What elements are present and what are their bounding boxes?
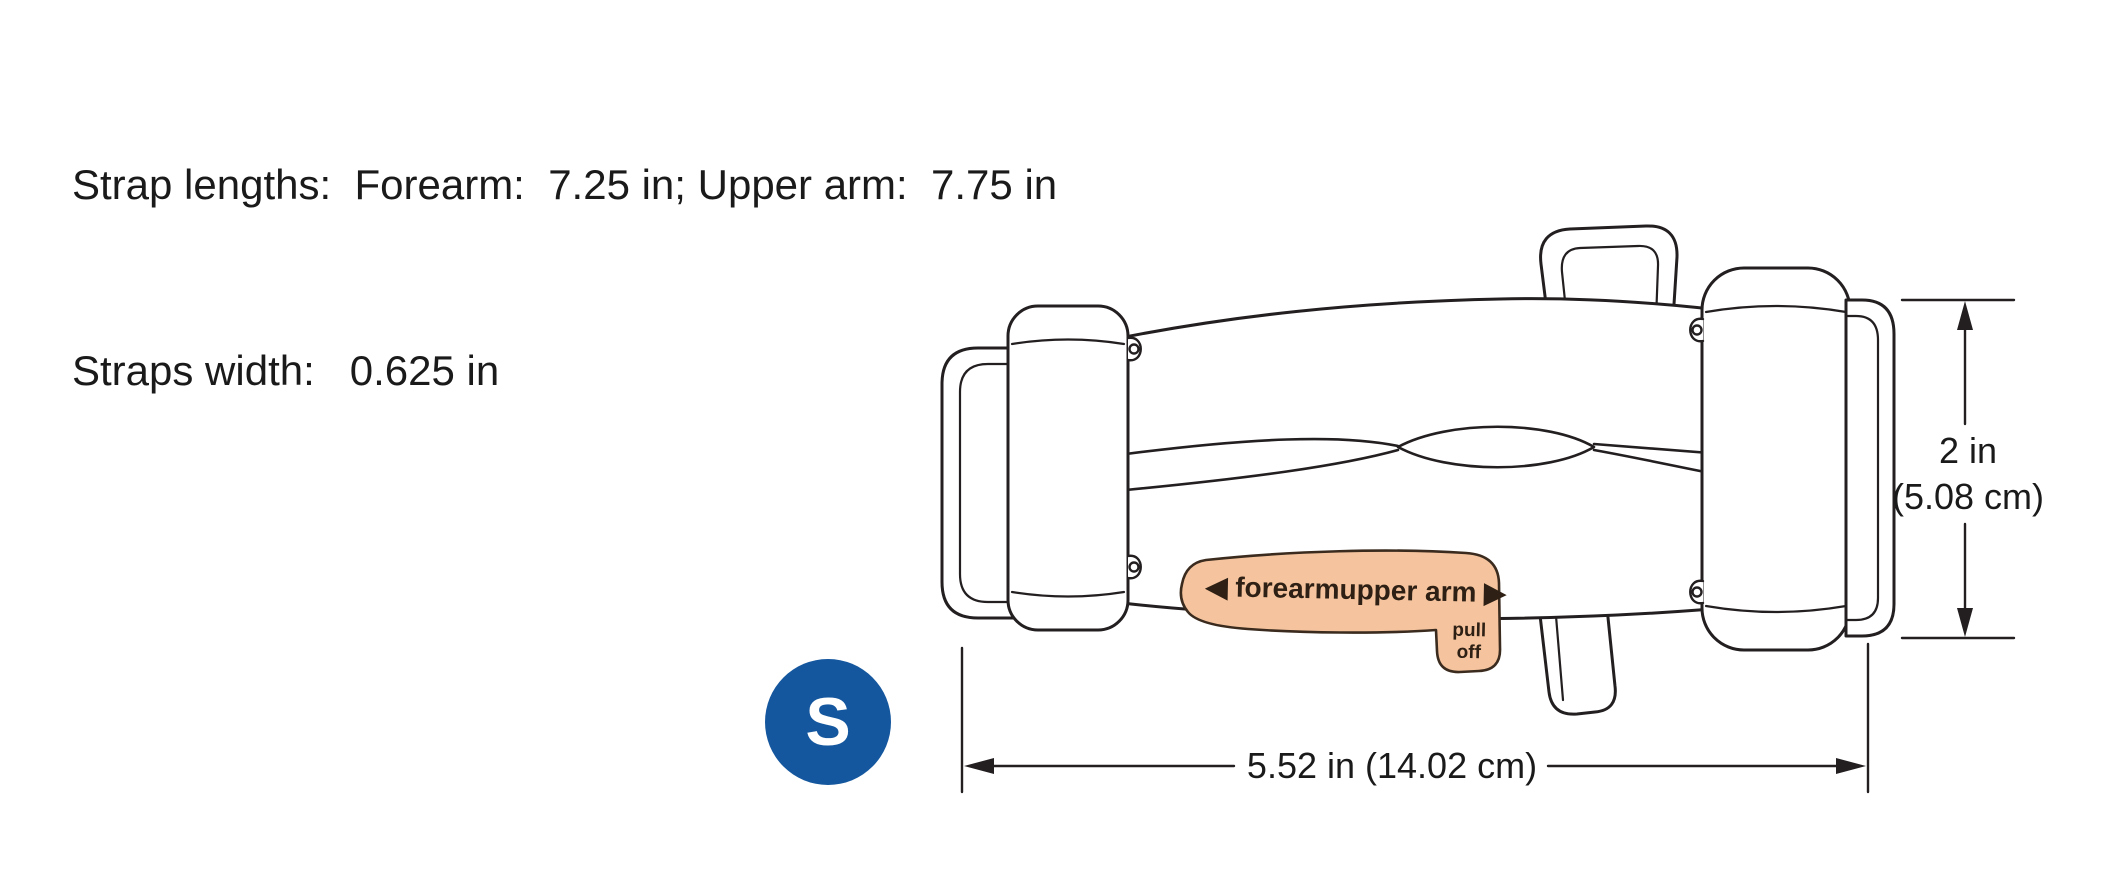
left-strap (1006, 304, 1130, 632)
sticker-pull-off-tab: pull off (1438, 619, 1501, 664)
width-dimension-label: 5.52 in (14.02 cm) (1246, 745, 1538, 786)
right-strap (1700, 266, 1852, 652)
spec-text-block: Strap lengths: Forearm: 7.25 in; Upper a… (72, 30, 1057, 526)
bottom-strap-tab (1536, 596, 1617, 716)
pull-off-line1: pull (1452, 619, 1487, 642)
height-dimension (1900, 298, 2016, 640)
label-sticker (1179, 549, 1502, 674)
spec-strap-lengths: Strap lengths: Forearm: 7.25 in; Upper a… (72, 161, 1058, 208)
size-badge-label: S (805, 684, 851, 760)
height-value-in: 2 in (1938, 430, 1998, 471)
sticker-upper-arm-label: upper arm ▶ (1339, 573, 1507, 609)
buckle-details (1126, 317, 1705, 605)
arrow-up-icon (1957, 301, 1973, 330)
arrow-left-icon (964, 758, 994, 774)
arrow-down-icon (1957, 608, 1973, 637)
size-badge: S (765, 659, 891, 785)
width-dimension (960, 642, 1870, 794)
top-strap-loop (1539, 224, 1679, 322)
pull-off-line2: off (1456, 641, 1482, 664)
sticker-text: ◀ forearm upper arm ▶ (1205, 570, 1506, 609)
height-dimension-label: 2 in (5.08 cm) (1892, 428, 2044, 520)
arrow-right-icon (1836, 758, 1866, 774)
right-end-cap (1844, 298, 1896, 638)
left-end-cap (940, 346, 1016, 620)
sticker-forearm-label: ◀ forearm (1205, 571, 1340, 605)
height-value-cm: (5.08 cm) (1891, 476, 2045, 517)
spec-straps-width: Straps width: 0.625 in (72, 347, 500, 394)
